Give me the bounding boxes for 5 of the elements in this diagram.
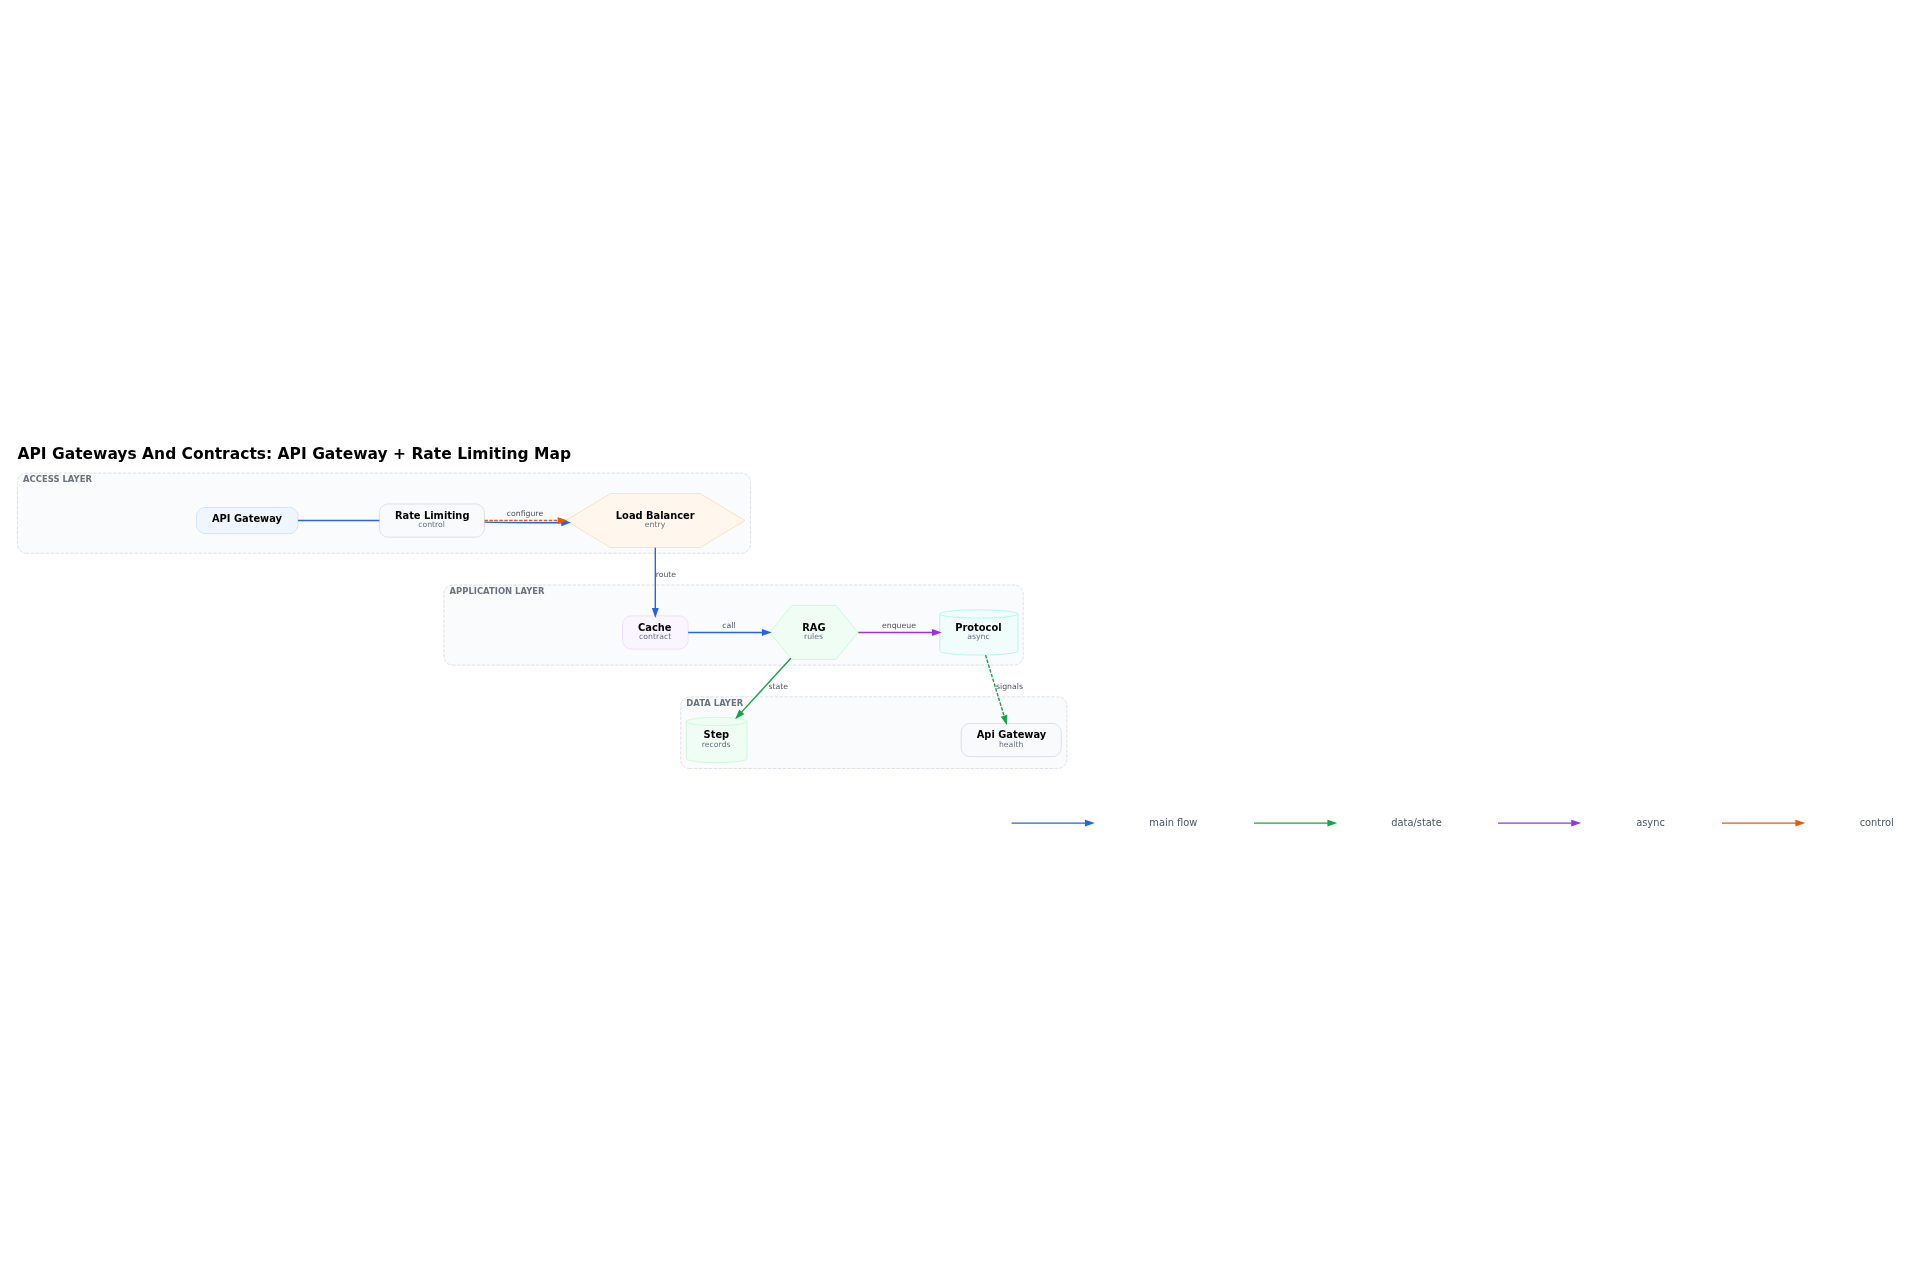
legend-label: async (1635, 816, 1665, 828)
diagram-title: API Gateways And Contracts: API Gateway + Rate Limiting Map (16, 444, 571, 463)
legend-label: control (1859, 816, 1894, 828)
legend-label: main flow (1148, 816, 1197, 828)
legend-label: data/state (1390, 816, 1442, 828)
